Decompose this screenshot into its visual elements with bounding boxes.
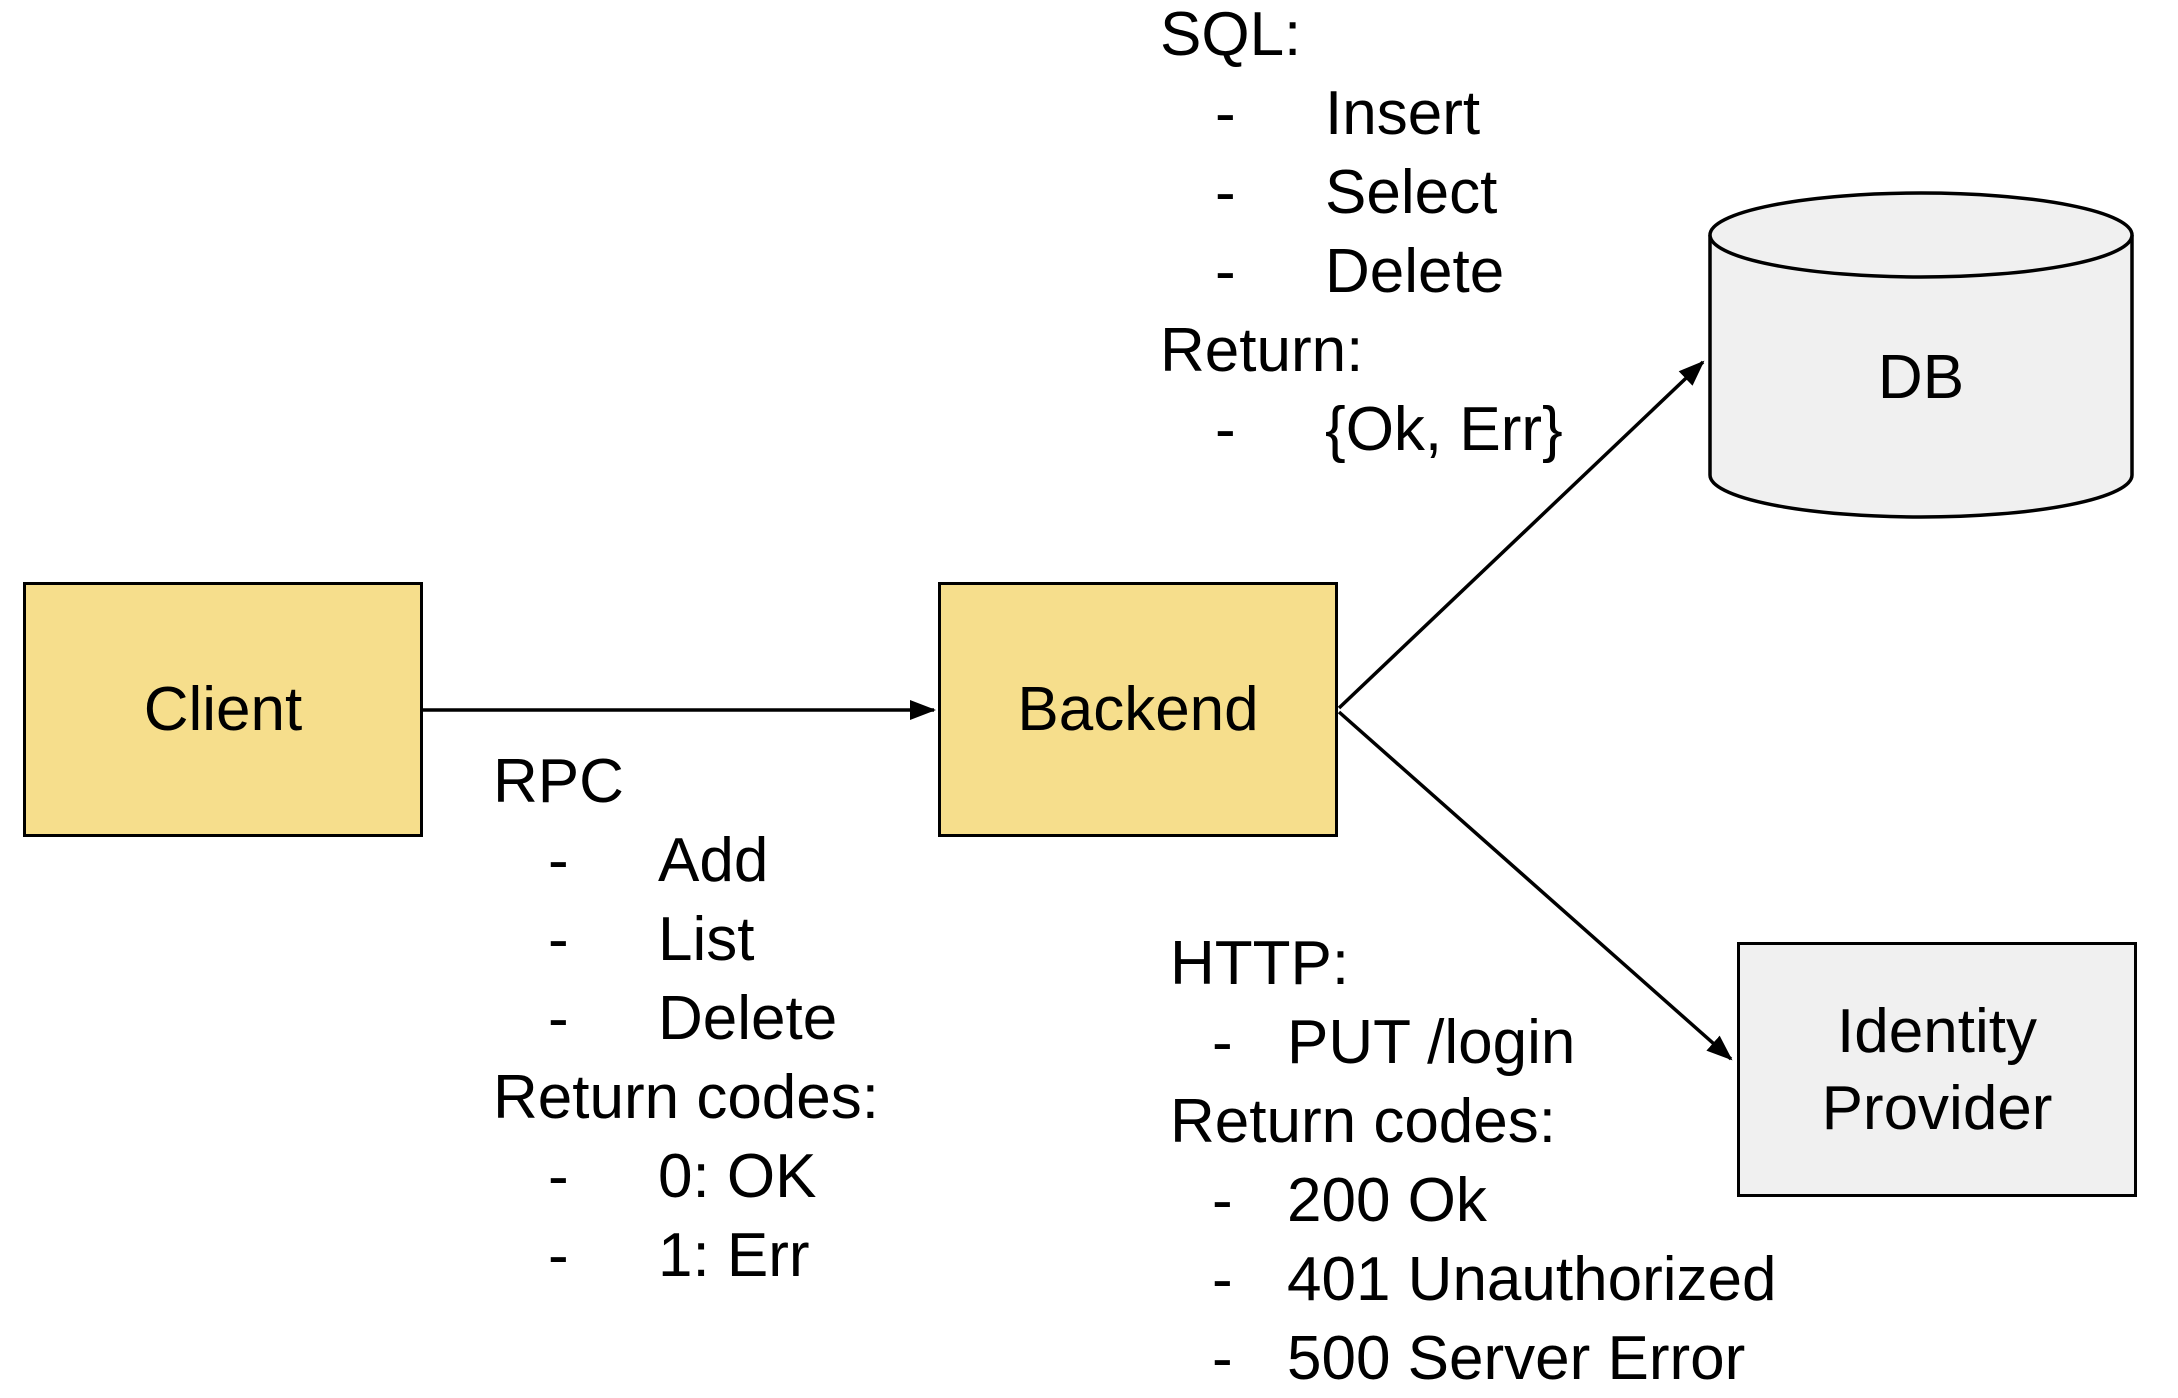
client-label: Client: [143, 675, 303, 744]
annotation-bullet-line: - {Ok, Err}: [1160, 390, 1563, 469]
annotation-bullet-line: - Delete: [1160, 232, 1563, 311]
bullet-dash: -: [1215, 158, 1236, 227]
annotation-text: {Ok, Err}: [1325, 395, 1563, 464]
annotation-text: List: [658, 905, 755, 974]
annotation-text: Add: [658, 826, 769, 895]
annotation-heading-line: Return codes:: [1170, 1082, 1776, 1161]
annotation-text: Delete: [658, 984, 838, 1053]
backend-label: Backend: [1017, 675, 1259, 744]
annotation-bullet-line: -500 Server Error: [1170, 1319, 1776, 1398]
bullet-dash: -: [1215, 237, 1236, 306]
annotation-text: SQL:: [1160, 0, 1302, 69]
annotation-heading-line: HTTP:: [1170, 924, 1776, 1003]
annotation-text: Return codes:: [1170, 1087, 1556, 1156]
bullet-dash: -: [548, 826, 569, 895]
annotation-bullet-line: -PUT /login: [1170, 1003, 1776, 1082]
annotation-text: 401 Unauthorized: [1287, 1245, 1777, 1314]
annotation-bullet-line: - 0: OK: [493, 1137, 879, 1216]
edge-backend-identity-provider: [1337, 710, 1733, 1061]
annotation-heading-line: Return:: [1160, 311, 1563, 390]
annotation-text: 500 Server Error: [1287, 1324, 1746, 1393]
node-backend: Backend: [938, 582, 1338, 837]
annotation-text: Select: [1325, 158, 1498, 227]
annotation-text: Delete: [1325, 237, 1505, 306]
annotation-text: PUT /login: [1287, 1008, 1576, 1077]
annotation-heading-line: SQL:: [1160, 0, 1563, 74]
annotation-text: Insert: [1325, 79, 1481, 148]
annotation-bullet-line: - Select: [1160, 153, 1563, 232]
annotation-bullet-line: -200 Ok: [1170, 1161, 1776, 1240]
annotation-heading-line: Return codes:: [493, 1058, 879, 1137]
annotation-text: RPC: [493, 747, 624, 816]
annotation-text: 0: OK: [658, 1142, 817, 1211]
node-identity-provider: Identity Provider: [1737, 942, 2137, 1197]
bullet-dash: -: [1212, 1324, 1233, 1393]
bullet-dash: -: [1212, 1245, 1233, 1314]
annotation-text: Return codes:: [493, 1063, 879, 1132]
node-client: Client: [23, 582, 423, 837]
bullet-dash: -: [548, 1142, 569, 1211]
bullet-dash: -: [548, 1221, 569, 1290]
annotation-text: 1: Err: [658, 1221, 810, 1290]
annotation-text: HTTP:: [1170, 929, 1350, 998]
annotation-bullet-line: - Add: [493, 821, 879, 900]
bullet-dash: -: [548, 905, 569, 974]
bullet-dash: -: [1215, 79, 1236, 148]
bullet-dash: -: [1212, 1166, 1233, 1235]
annotation-bullet-line: - Delete: [493, 979, 879, 1058]
annotation-bullet-line: - List: [493, 900, 879, 979]
annotation-text: Return:: [1160, 316, 1364, 385]
db-label: DB: [1877, 343, 1965, 412]
bullet-dash: -: [548, 984, 569, 1053]
bullet-dash: -: [1215, 395, 1236, 464]
annotation-heading-line: RPC: [493, 742, 879, 821]
annotation-bullet-line: -401 Unauthorized: [1170, 1240, 1776, 1319]
annotation-text: 200 Ok: [1287, 1166, 1487, 1235]
identity-provider-label: Identity Provider: [1821, 996, 2053, 1143]
annotation-bullet-line: - Insert: [1160, 74, 1563, 153]
annotation-bullet-line: - 1: Err: [493, 1216, 879, 1295]
edge-backend-db: [1337, 360, 1705, 710]
bullet-dash: -: [1212, 1008, 1233, 1077]
db-cylinder-shape: [1708, 191, 2134, 519]
